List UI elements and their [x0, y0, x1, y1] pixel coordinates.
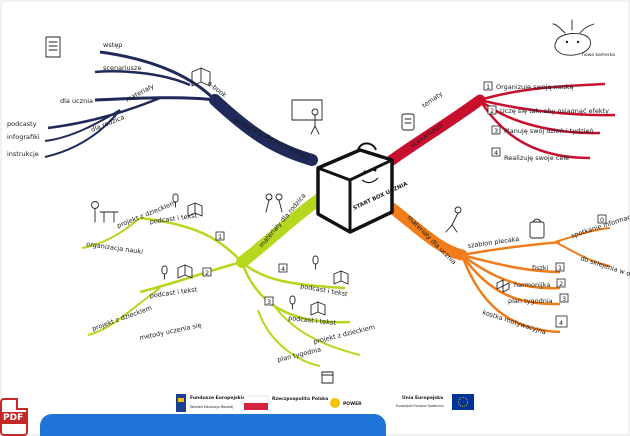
desk-family-icon [91, 201, 119, 223]
topic-item-1: 1 Organizuję swoją naukę [483, 81, 574, 91]
svg-text:Organizuję swoją naukę: Organizuję swoją naukę [496, 83, 574, 91]
logo-eu-funds: Fundusze Europejskie Wiedza Edukacja Roz… [176, 394, 245, 412]
calendar-icon [321, 371, 334, 384]
svg-text:Unia Europejska: Unia Europejska [402, 395, 443, 401]
scroll-icon [401, 113, 415, 131]
svg-text:4: 4 [559, 319, 563, 327]
materials-item-student: dla ucznia [60, 97, 93, 105]
svg-text:Wiedza Edukacja Rozwój: Wiedza Edukacja Rozwój [190, 405, 233, 409]
svg-text:plan tygodnia: plan tygodnia [508, 297, 553, 305]
student-item-1: fiszki 1 [532, 262, 565, 272]
parent-left-2-box [202, 267, 212, 277]
microphone-icon [289, 295, 296, 310]
student-item-3: plan tygodnia 3 [508, 293, 569, 305]
student-item-2: harmonijka 2 [514, 278, 566, 289]
parent-left-1-box [215, 231, 225, 241]
svg-text:4: 4 [494, 149, 498, 157]
parent-item-infographics: infografiki [7, 133, 40, 141]
logo-poland: Rzeczpospolita Polska [243, 395, 328, 410]
parent-right-4-box [278, 263, 288, 273]
ebook-item-scenarios: scenariusze [103, 64, 141, 72]
footer-logos: Fundusze Europejskie Wiedza Edukacja Roz… [176, 394, 474, 412]
svg-text:Fundusze Europejskie: Fundusze Europejskie [190, 395, 245, 401]
logo-power: POWER [330, 398, 362, 408]
microphone-icon [312, 255, 319, 270]
logo-european-union: Unia Europejska Europejski Fundusz Społe… [396, 394, 474, 410]
parent-right-3-num: 3 [267, 298, 271, 306]
microphone-icon [161, 265, 168, 280]
pdf-corner [16, 398, 28, 410]
parents-icon [265, 193, 283, 213]
harmonica-icon [496, 279, 510, 293]
notebook-icon [45, 36, 61, 58]
book-icon [187, 202, 203, 217]
logo-text: nowa kamerka [582, 52, 615, 58]
svg-text:harmonijka: harmonijka [514, 281, 550, 289]
pdf-label: PDF [0, 412, 27, 424]
svg-text:POWER: POWER [343, 401, 362, 407]
svg-text:Europejski Fundusz Społeczny: Europejski Fundusz Społeczny [396, 404, 444, 408]
svg-text:3: 3 [494, 127, 498, 135]
topic-item-2: 2 Uczę się tak, aby osiągnąć efekty [487, 105, 609, 115]
teacher-board-icon [291, 99, 323, 135]
svg-text:Planuję swój dzień i tydzień: Planuję swój dzień i tydzień [504, 127, 594, 135]
svg-text:2: 2 [490, 107, 494, 115]
microphone-icon [172, 193, 179, 208]
ebook-icon [191, 67, 211, 87]
parent-right-4-num: 4 [281, 265, 285, 273]
backpack-icon [529, 218, 545, 239]
book-icon [177, 264, 193, 279]
svg-text:0: 0 [600, 216, 604, 224]
book-icon [310, 301, 326, 316]
parent-item-podcasts: podcasty [7, 120, 37, 128]
svg-text:Realizuję swoje cele: Realizuję swoje cele [504, 154, 569, 162]
svg-text:3: 3 [562, 295, 566, 303]
svg-text:1: 1 [558, 264, 562, 272]
parent-left-2-num: 2 [205, 269, 209, 277]
pdf-file-icon[interactable]: PDF [0, 398, 28, 436]
ebook-item-wstep: wstęp [103, 41, 122, 49]
running-student-icon [445, 206, 462, 233]
svg-text:Rzeczpospolita Polska: Rzeczpospolita Polska [272, 396, 328, 402]
svg-text:2: 2 [559, 280, 563, 288]
camera-logo: nowa kamerka [552, 19, 615, 58]
svg-text:1: 1 [486, 83, 490, 91]
book-icon [333, 270, 349, 285]
svg-text:Uczę się tak, aby osiągnąć efe: Uczę się tak, aby osiągnąć efekty [500, 107, 609, 115]
parent-right-3-box [264, 296, 274, 306]
parent-left-1-num: 1 [218, 233, 222, 241]
bottom-banner[interactable] [40, 414, 386, 436]
topic-item-4: 4 Realizuję swoje cele [491, 147, 569, 162]
topic-item-3: 3 Planuję swój dzień i tydzień [491, 125, 594, 135]
svg-text:fiszki: fiszki [532, 264, 549, 272]
parent-item-instructions: instrukcje [7, 150, 39, 158]
